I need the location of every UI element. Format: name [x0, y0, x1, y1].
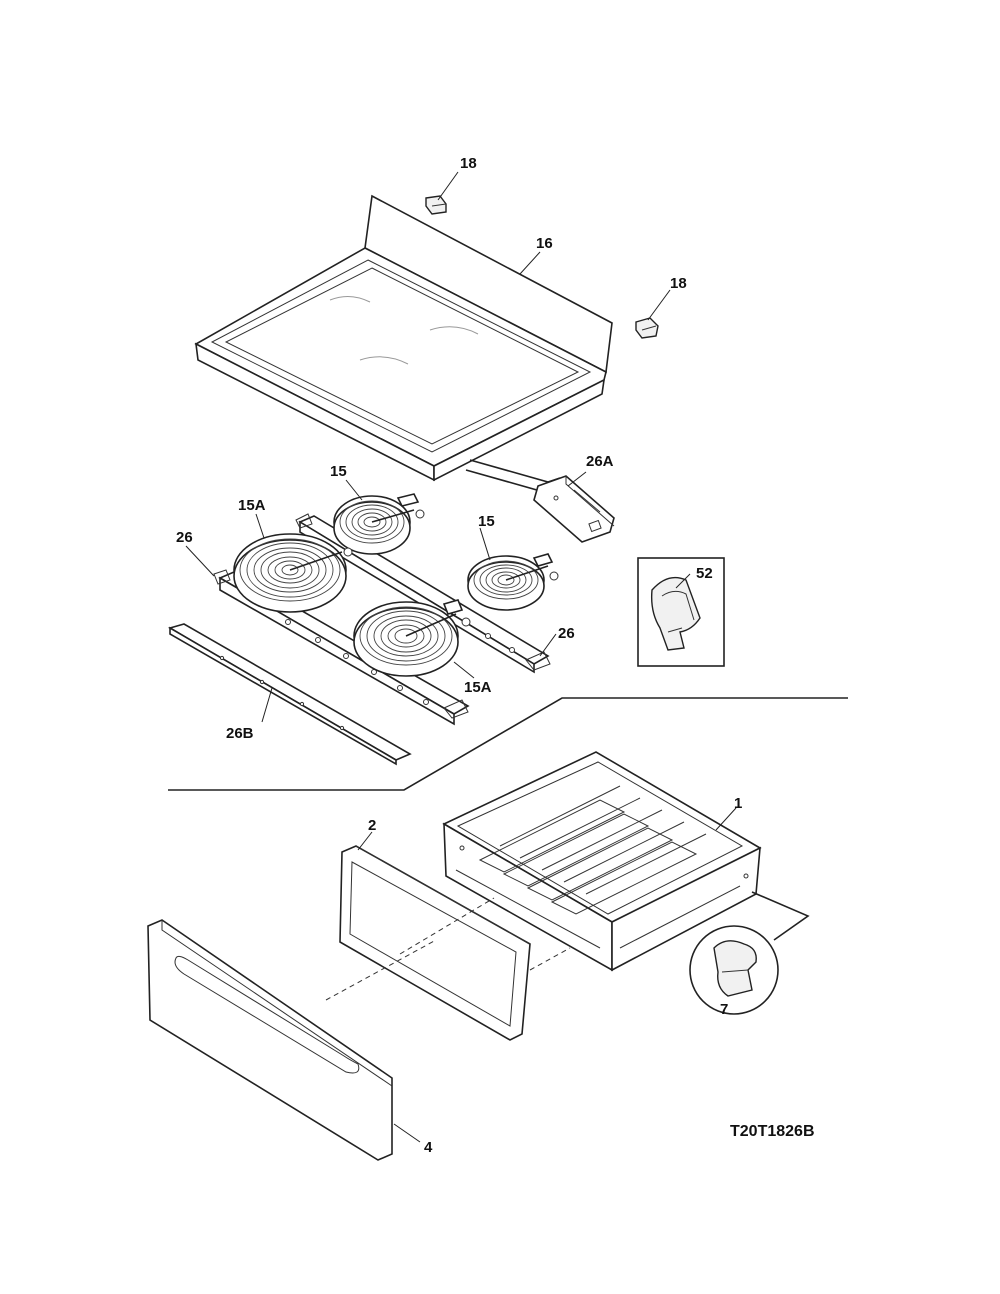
drawer-frame-2	[339, 845, 531, 1041]
drawer-panel-4	[147, 919, 393, 1161]
callout-26A: 26A	[586, 453, 614, 470]
callout-52: 52	[696, 565, 713, 582]
assembly-line-2	[399, 897, 495, 955]
surface-element-15A-right	[353, 599, 471, 677]
leader-lines	[185, 171, 737, 1143]
cooktop-panel	[194, 194, 613, 493]
front-strip-26B	[167, 623, 412, 766]
terminal-bracket-26A	[533, 475, 615, 543]
callout-15-back: 15	[330, 463, 347, 480]
callout-1: 1	[734, 795, 742, 812]
drawer-body-1	[442, 751, 762, 972]
clip-18-top	[425, 195, 447, 215]
callout-15A-left: 15A	[238, 497, 266, 514]
callout-15A-right: 15A	[464, 679, 492, 696]
callout-2: 2	[368, 817, 376, 834]
callout-16: 16	[536, 235, 553, 252]
assembly-line-1	[325, 939, 437, 1001]
callout-4: 4	[424, 1139, 433, 1156]
callout-26-right: 26	[558, 625, 575, 642]
clip-18-right	[635, 317, 659, 339]
surface-element-15-back	[333, 493, 425, 555]
callout-18-right: 18	[670, 275, 687, 292]
inset-box-52	[637, 557, 725, 667]
callout-18-top: 18	[460, 155, 477, 172]
assembly-line-3	[529, 947, 571, 971]
detail-circle-7	[689, 891, 810, 1015]
callout-26B: 26B	[226, 725, 254, 742]
callout-15-right: 15	[478, 513, 495, 530]
callout-7: 7	[720, 1001, 728, 1018]
surface-element-15-right	[467, 553, 559, 611]
drawing-code: T20T1826B	[730, 1123, 815, 1140]
callout-26-left: 26	[176, 529, 193, 546]
separator-line	[168, 697, 848, 791]
surface-element-15A-left	[233, 533, 353, 613]
